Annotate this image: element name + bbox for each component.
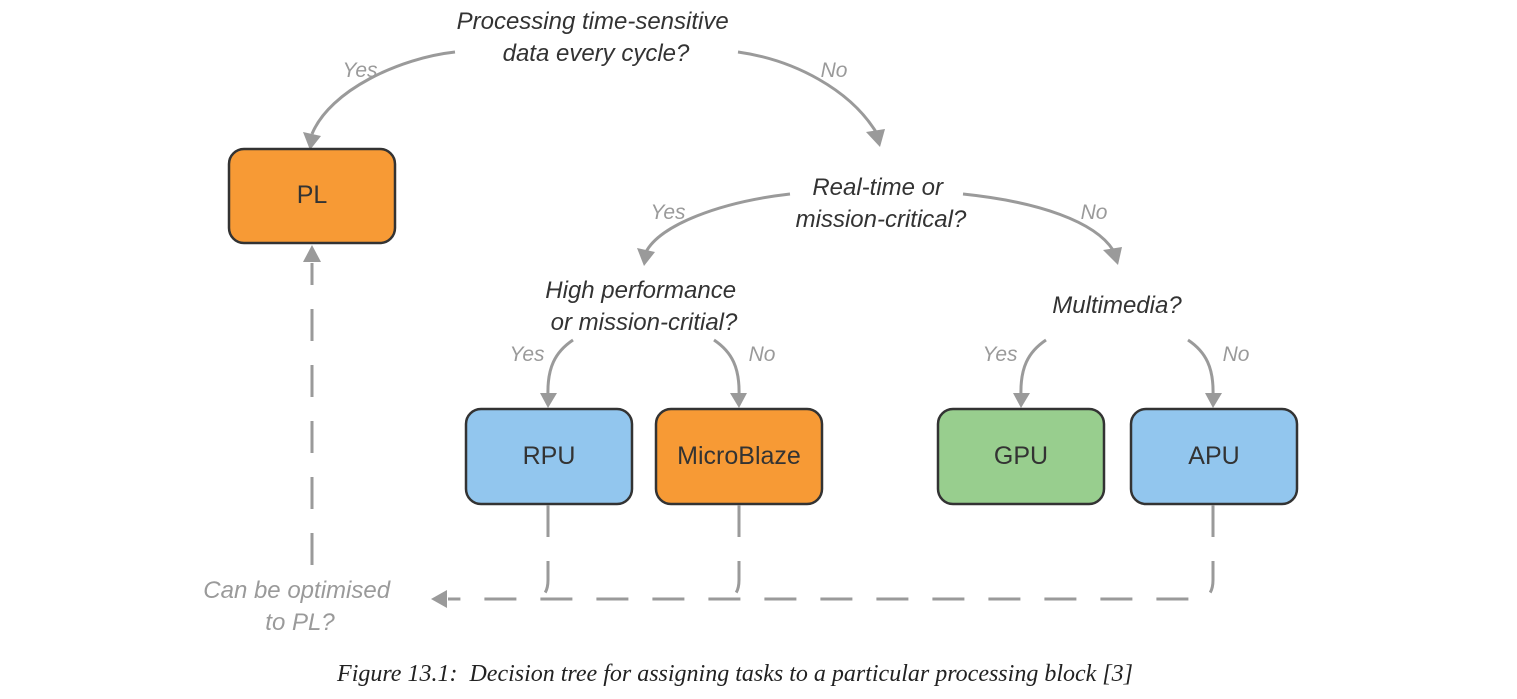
arrowhead-up-to-pl <box>303 245 321 262</box>
dashed-connector-rpu <box>531 505 550 601</box>
question-time-sensitive: Processing time-sensitive data every cyc… <box>457 8 736 67</box>
question-optimise-line-1: Can be optimised <box>203 577 390 604</box>
question-high-performance-line-2: or mission-critial? <box>551 309 738 336</box>
rpu-box <box>464 407 634 506</box>
arrowhead-to-pl <box>303 132 321 150</box>
dashed-connector-microblaze <box>722 505 741 601</box>
edge-q2-no <box>962 192 1115 251</box>
edge-q3-no <box>713 338 741 397</box>
microblaze-label: MicroBlaze <box>677 442 801 470</box>
edge-label-q2-no: No <box>1081 201 1108 224</box>
arrowhead-to-q2 <box>866 129 885 147</box>
pl-label: PL <box>297 181 328 209</box>
dashed-connector-apu <box>448 505 1215 601</box>
arrowhead-to-optimise-question <box>431 590 447 608</box>
question-optimise-line-2: to PL? <box>265 609 335 636</box>
edge-q2-yes <box>644 192 791 253</box>
edge-label-q2-yes: Yes <box>650 201 686 224</box>
question-high-performance: High performance or mission-critial? <box>545 277 742 336</box>
edge-label-q1-no: No <box>821 59 848 82</box>
edge-q3-yes <box>546 338 574 397</box>
arrowhead-to-rpu <box>540 393 557 408</box>
gpu-box <box>936 407 1106 506</box>
microblaze-box <box>654 407 824 506</box>
edge-q4-no <box>1187 338 1215 397</box>
figure-caption: Figure 13.1: Decision tree for assigning… <box>336 661 1133 687</box>
gpu-label: GPU <box>994 442 1048 470</box>
arrowhead-to-q3 <box>637 248 655 266</box>
edge-label-q3-no: No <box>749 343 776 366</box>
edge-label-q4-no: No <box>1223 343 1250 366</box>
arrowhead-to-apu <box>1205 393 1222 408</box>
question-time-sensitive-line-2: data every cycle? <box>503 40 690 67</box>
question-time-sensitive-line-1: Processing time-sensitive <box>457 8 729 35</box>
arrowhead-to-gpu <box>1013 393 1030 408</box>
edge-q4-yes <box>1019 338 1047 397</box>
rpu-label: RPU <box>523 442 576 470</box>
edge-label-q3-yes: Yes <box>509 343 545 366</box>
edge-q1-yes <box>310 50 456 135</box>
pl-box <box>227 147 397 245</box>
question-optimise-to-pl: Can be optimised to PL? <box>203 577 396 636</box>
arrowhead-to-microblaze <box>730 393 747 408</box>
edge-label-q4-yes: Yes <box>982 343 1018 366</box>
question-multimedia: Multimedia? <box>1052 292 1182 319</box>
question-real-time: Real-time or mission-critical? <box>796 174 967 233</box>
arrowhead-to-q4 <box>1103 247 1122 265</box>
question-high-performance-line-1: High performance <box>545 277 736 304</box>
question-real-time-line-1: Real-time or <box>812 174 944 201</box>
question-real-time-line-2: mission-critical? <box>796 206 967 233</box>
edge-label-q1-yes: Yes <box>342 59 378 82</box>
apu-label: APU <box>1188 442 1239 470</box>
apu-box <box>1129 407 1299 506</box>
edge-q1-no <box>737 50 878 133</box>
